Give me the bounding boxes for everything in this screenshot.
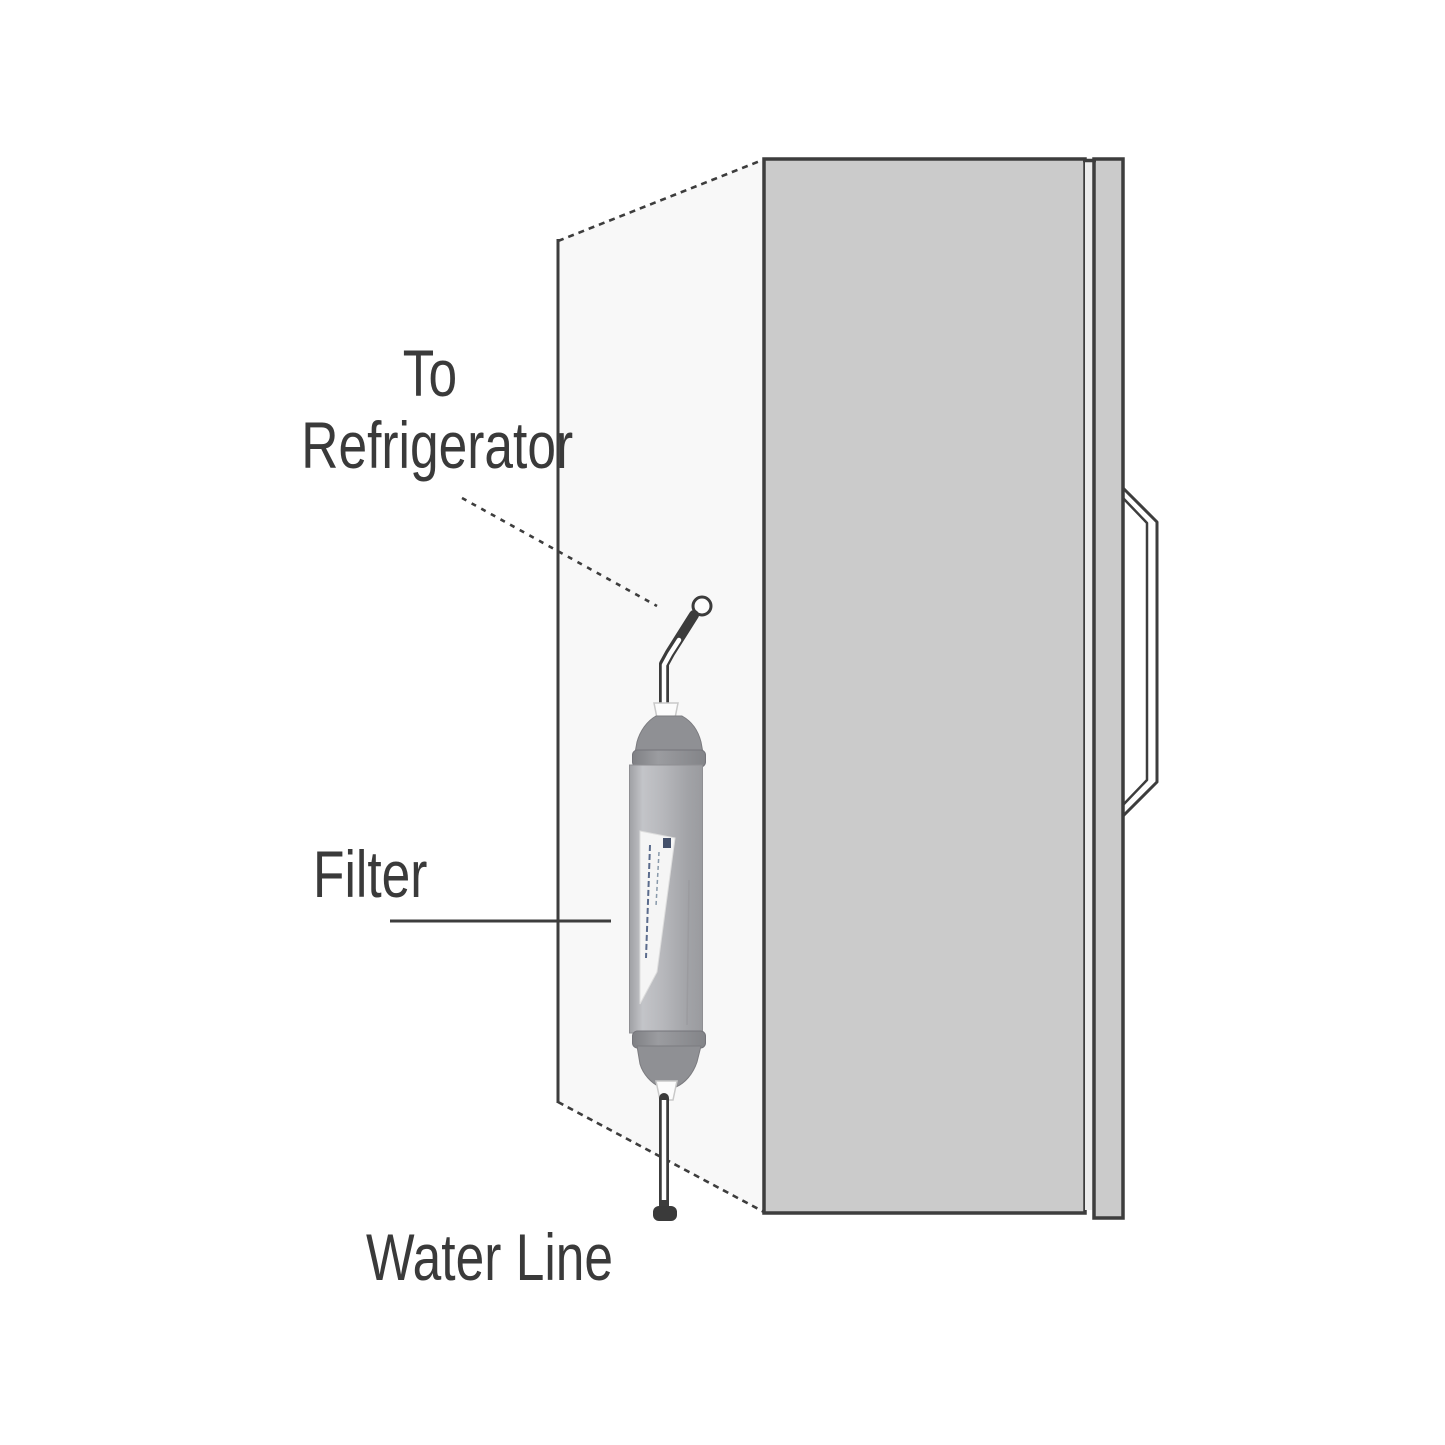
filter-body-seam — [686, 879, 690, 1026]
filter-label-fineprint — [645, 844, 651, 959]
filter-label-logo-mark — [663, 838, 671, 848]
water-line-tube-tip — [653, 1206, 677, 1221]
label-water-line: Water Line — [366, 1220, 614, 1294]
to-refrigerator-leader-line — [461, 496, 658, 608]
back-panel-top-edge — [557, 159, 761, 243]
inlet-tube-core — [661, 637, 682, 716]
door-handle — [1121, 486, 1159, 818]
grommet-hole-icon — [691, 595, 713, 617]
back-panel-bottom-edge — [557, 1100, 765, 1214]
filter-bottom-cap-rim — [632, 1030, 706, 1049]
door-handle-inner-line — [1122, 497, 1149, 806]
filter-top-cap-rim — [632, 749, 706, 768]
filter-label-fineprint-2 — [655, 851, 660, 907]
door-gap — [1085, 161, 1094, 1210]
label-filter: Filter — [313, 837, 428, 911]
grommet-hole-fill — [693, 597, 711, 615]
door-front-strip — [1092, 157, 1125, 1220]
label-to-refrigerator: To Refrigerator — [301, 336, 574, 482]
refrigerator-side-panel — [762, 157, 1087, 1215]
